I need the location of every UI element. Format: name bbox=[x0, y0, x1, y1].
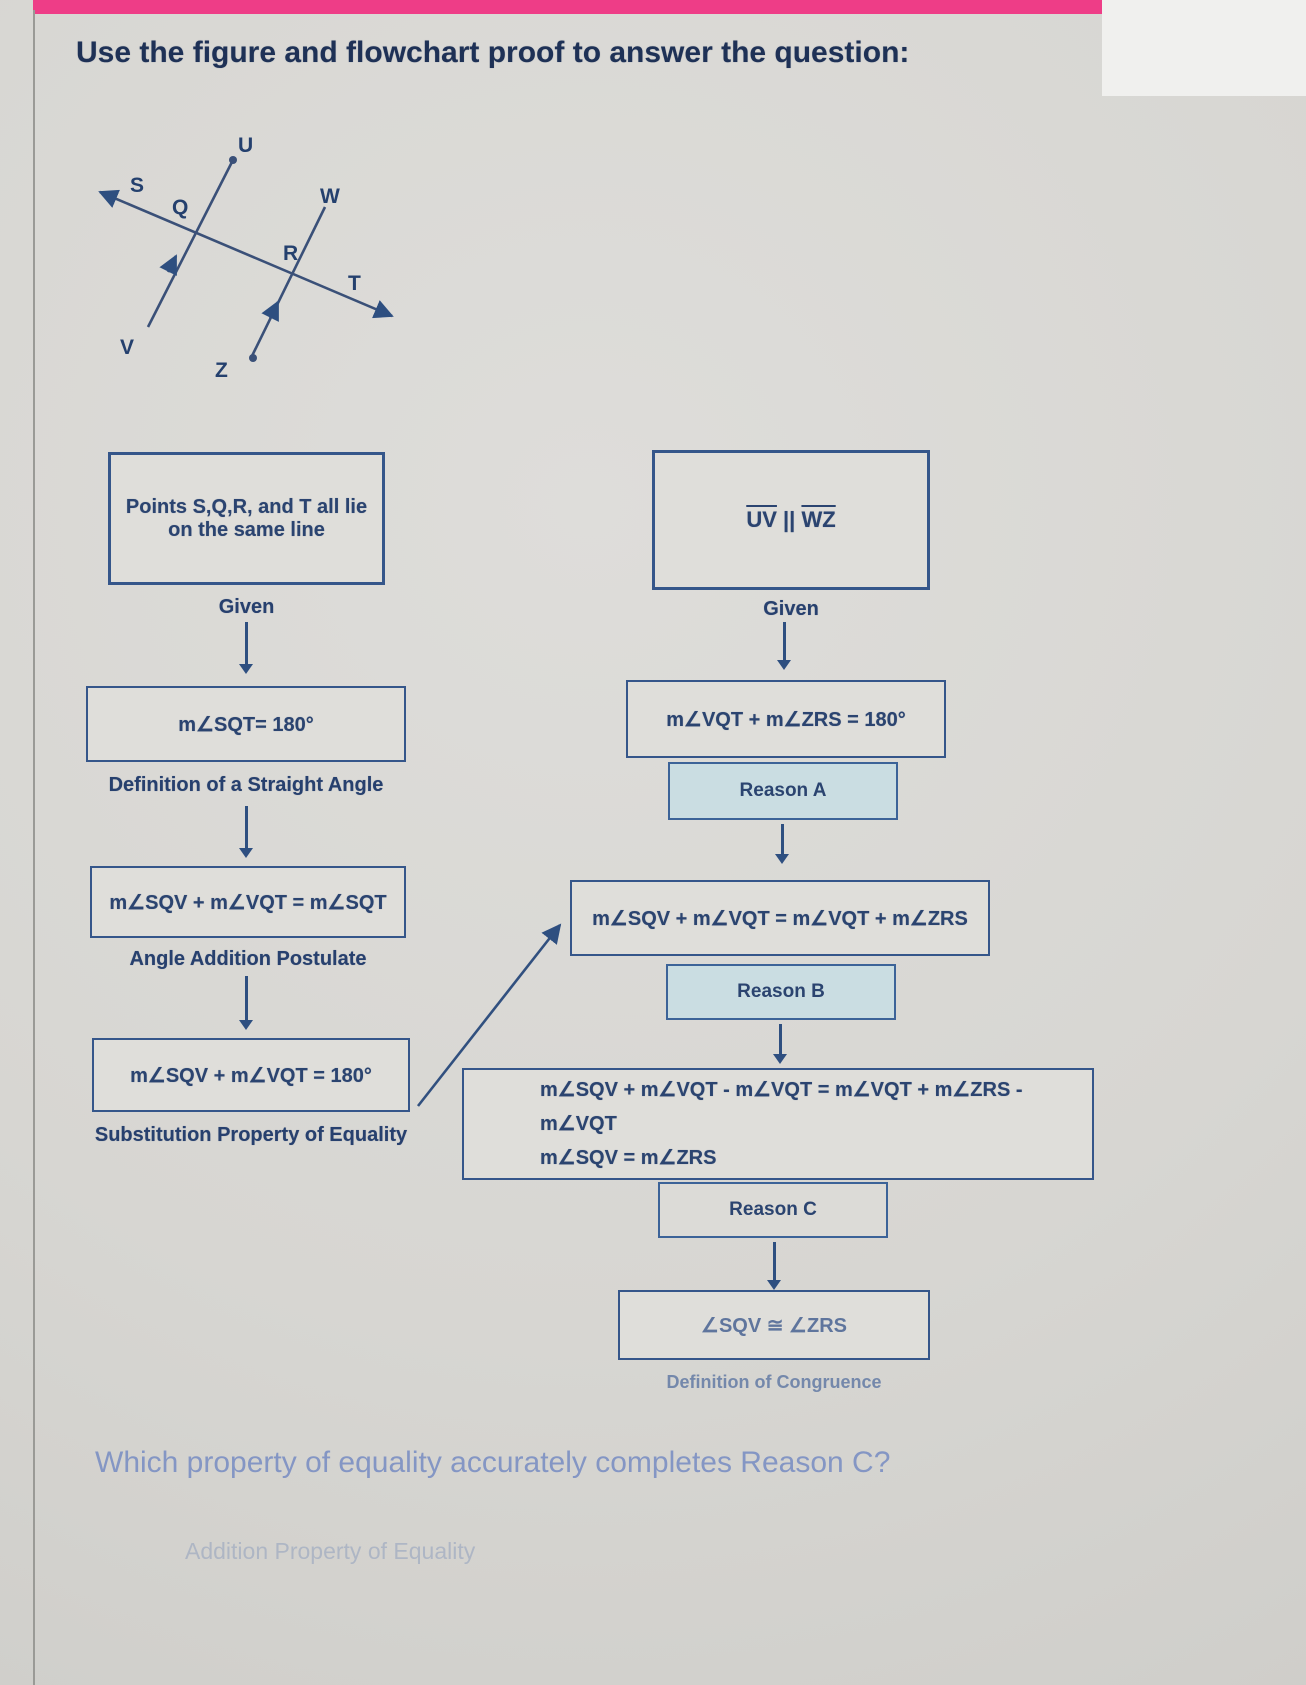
flow-arrow-left-3 bbox=[238, 976, 254, 1030]
reason-label-substitution: Substitution Property of Equality bbox=[94, 1124, 408, 1146]
label-S: S bbox=[130, 174, 144, 197]
statement-box-supplementary: m∠VQT + m∠ZRS = 180° bbox=[626, 680, 946, 758]
label-U: U bbox=[238, 134, 253, 157]
flow-arrow-left-1 bbox=[238, 622, 254, 674]
statement-box-parallel-given: UV || WZ bbox=[652, 450, 930, 590]
statement-box-substitution: m∠SQV + m∠VQT = 180° bbox=[92, 1038, 410, 1112]
statement-text: ∠SQV ≅ ∠ZRS bbox=[701, 1314, 847, 1337]
line-UV bbox=[146, 159, 235, 328]
reason-label-given-right: Given bbox=[763, 598, 819, 620]
reason-label-angle-addition: Angle Addition Postulate bbox=[129, 948, 367, 970]
point-Z-dot bbox=[249, 354, 257, 362]
geometry-figure bbox=[98, 156, 394, 362]
top-accent-bar bbox=[33, 0, 1105, 14]
parallel-symbol: || bbox=[783, 507, 796, 532]
equation-line-1: m∠SQV + m∠VQT - m∠VQT = m∠VQT + m∠ZRS - … bbox=[540, 1079, 1023, 1135]
label-Q: Q bbox=[172, 196, 188, 219]
statement-box-points-collinear: Points S,Q,R, and T all lie on the same … bbox=[108, 452, 385, 585]
reason-label-given-left: Given bbox=[218, 596, 275, 618]
statement-text: m∠SQV + m∠VQT = m∠SQT bbox=[109, 891, 387, 914]
statement-box-subtract-both-sides: m∠SQV + m∠VQT - m∠VQT = m∠VQT + m∠ZRS - … bbox=[462, 1068, 1094, 1180]
label-T: T bbox=[348, 272, 361, 295]
reason-b-box: Reason B bbox=[666, 964, 896, 1020]
statement-text: m∠SQT= 180° bbox=[178, 713, 314, 736]
statement-box-congruent-angles: ∠SQV ≅ ∠ZRS bbox=[618, 1290, 930, 1360]
flow-arrow-right-2 bbox=[774, 824, 790, 864]
line-WZ bbox=[250, 206, 327, 357]
statement-text: m∠VQT + m∠ZRS = 180° bbox=[666, 708, 906, 731]
statement-box-angle-addition: m∠SQV + m∠VQT = m∠SQT bbox=[90, 866, 406, 938]
reason-label-def-straight-angle: Definition of a Straight Angle bbox=[108, 774, 384, 796]
reason-c-box: Reason C bbox=[658, 1182, 888, 1238]
flow-arrow-right-3 bbox=[772, 1024, 788, 1064]
ray-arrow-UV bbox=[159, 254, 178, 277]
flow-arrow-right-1 bbox=[776, 622, 792, 670]
reason-a-box: Reason A bbox=[668, 762, 898, 820]
label-V: V bbox=[120, 336, 134, 359]
label-W: W bbox=[320, 185, 340, 208]
statement-text: m∠SQV + m∠VQT = 180° bbox=[130, 1064, 372, 1087]
statement-text: m∠SQV + m∠VQT - m∠VQT = m∠VQT + m∠ZRS - … bbox=[478, 1073, 1078, 1175]
line-ST bbox=[98, 189, 394, 319]
statement-text: UV || WZ bbox=[746, 507, 835, 533]
answer-option-addition-property[interactable]: Addition Property of Equality bbox=[185, 1538, 476, 1564]
left-border-rule bbox=[33, 10, 35, 1685]
page-title: Use the figure and flowchart proof to an… bbox=[76, 36, 910, 69]
segment-WZ: WZ bbox=[801, 507, 836, 532]
segment-UV: UV bbox=[746, 507, 777, 532]
top-right-panel bbox=[1102, 0, 1306, 96]
figure-labels: U S Q W R T V Z bbox=[120, 134, 361, 382]
ray-arrow-WZ bbox=[261, 300, 280, 323]
flow-arrow-left-2 bbox=[238, 806, 254, 858]
statement-text: m∠SQV + m∠VQT = m∠VQT + m∠ZRS bbox=[592, 907, 968, 930]
reason-label-def-congruence: Definition of Congruence bbox=[666, 1372, 882, 1392]
statement-box-equal-sums: m∠SQV + m∠VQT = m∠VQT + m∠ZRS bbox=[570, 880, 990, 956]
statement-box-straight-angle: m∠SQT= 180° bbox=[86, 686, 406, 762]
label-Z: Z bbox=[215, 359, 228, 382]
equation-line-2: m∠SQV = m∠ZRS bbox=[540, 1147, 717, 1169]
statement-text: Points S,Q,R, and T all lie on the same … bbox=[125, 495, 368, 541]
label-R: R bbox=[283, 242, 298, 265]
flow-arrow-right-4 bbox=[766, 1242, 782, 1290]
question-text: Which property of equality accurately co… bbox=[95, 1446, 891, 1479]
point-U-dot bbox=[229, 156, 237, 164]
